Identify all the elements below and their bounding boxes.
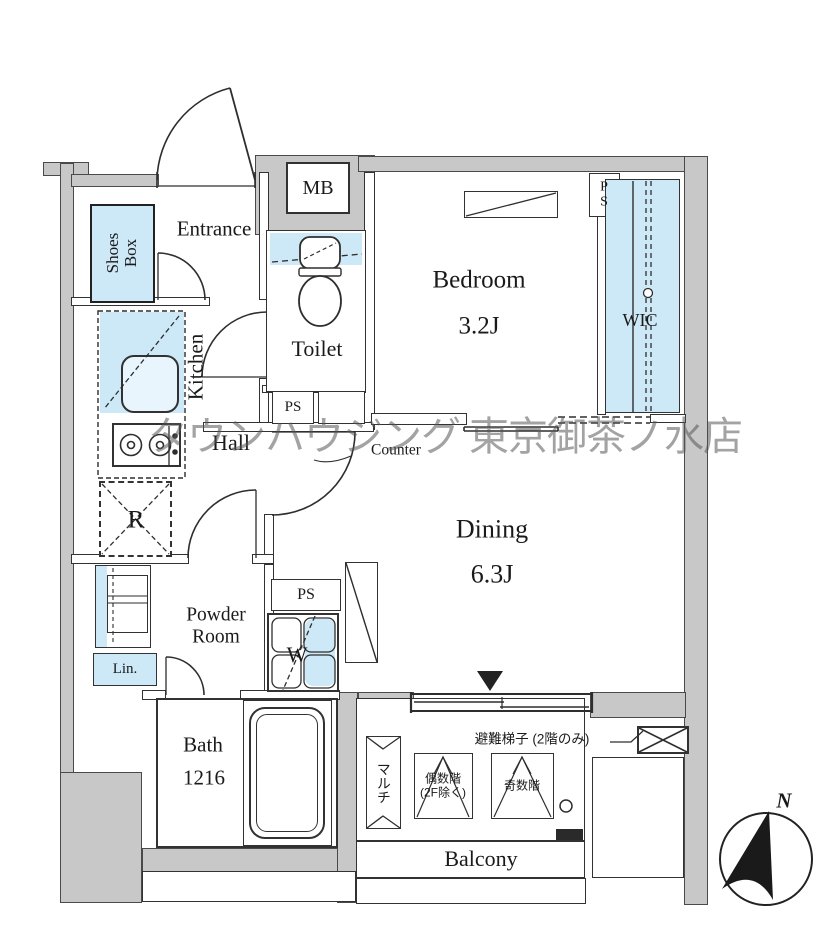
ps-dining-label: PS bbox=[297, 586, 315, 604]
bathtub-inner bbox=[256, 714, 318, 832]
wall-segment bbox=[252, 554, 274, 564]
dining-size-label: 6.3J bbox=[470, 559, 514, 589]
wall-segment bbox=[60, 772, 142, 903]
wall-segment bbox=[371, 413, 467, 425]
balcony-band-lower bbox=[356, 878, 586, 904]
walk-in-closet bbox=[605, 179, 680, 413]
hall-label: Hall bbox=[212, 429, 250, 455]
shoes-box bbox=[90, 204, 155, 303]
north-label: N bbox=[776, 788, 792, 813]
wall-segment bbox=[650, 414, 686, 423]
watermark: タウンハウジング 東京御茶ノ水店 bbox=[148, 414, 743, 459]
kitchen-label: Kitchen bbox=[183, 333, 208, 401]
toilet-label: Toilet bbox=[291, 335, 343, 361]
washer-pan-blue bbox=[305, 619, 335, 686]
neighbor-area bbox=[592, 757, 684, 878]
wall-segment bbox=[684, 156, 708, 905]
linen-label: Lin. bbox=[112, 660, 138, 677]
pipe-space-dining bbox=[271, 579, 341, 611]
even-floor-label: 偶数階(2F除く) bbox=[420, 771, 466, 800]
wall-segment bbox=[358, 156, 698, 172]
counter-label: Counter bbox=[371, 441, 421, 459]
refrigerator-label: R bbox=[127, 506, 145, 534]
shelf-diagonal bbox=[345, 562, 378, 663]
bedroom-size-label: 3.2J bbox=[458, 312, 500, 340]
ps-entrance-label: PS bbox=[284, 398, 302, 415]
vanity-strip bbox=[96, 566, 107, 647]
lower-left-band bbox=[142, 871, 356, 902]
vanity-sink bbox=[107, 575, 148, 633]
meter-box-label: MB bbox=[302, 177, 334, 199]
escape-hatch bbox=[637, 726, 689, 754]
wall-segment bbox=[60, 163, 74, 776]
wall-segment bbox=[142, 848, 357, 873]
escape-ladder-label: 避難梯子 (2階のみ) bbox=[474, 731, 590, 747]
bedroom-window bbox=[464, 191, 558, 218]
toilet-shelf bbox=[270, 233, 362, 265]
bath-label: Bath bbox=[183, 732, 223, 757]
wall-segment bbox=[142, 690, 166, 700]
meter-box bbox=[286, 162, 350, 214]
dining-label: Dining bbox=[455, 514, 529, 544]
multi-label: マルチ bbox=[375, 762, 392, 804]
bedroom-label: Bedroom bbox=[432, 266, 526, 294]
duct-box bbox=[318, 391, 365, 424]
wic-label: WIC bbox=[622, 310, 658, 331]
balcony-band bbox=[356, 841, 585, 878]
wall-segment bbox=[590, 692, 686, 718]
balcony-label: Balcony bbox=[444, 845, 518, 871]
odd-floor-label: 奇数階 bbox=[503, 778, 541, 793]
multi-panel bbox=[366, 736, 401, 829]
linen-closet bbox=[93, 653, 157, 686]
entrance-label: Entrance bbox=[176, 216, 252, 241]
pipe-space-entrance bbox=[272, 391, 314, 424]
wall-segment bbox=[71, 174, 159, 187]
washer-label: W bbox=[286, 641, 308, 667]
bath-size-label: 1216 bbox=[183, 765, 225, 790]
